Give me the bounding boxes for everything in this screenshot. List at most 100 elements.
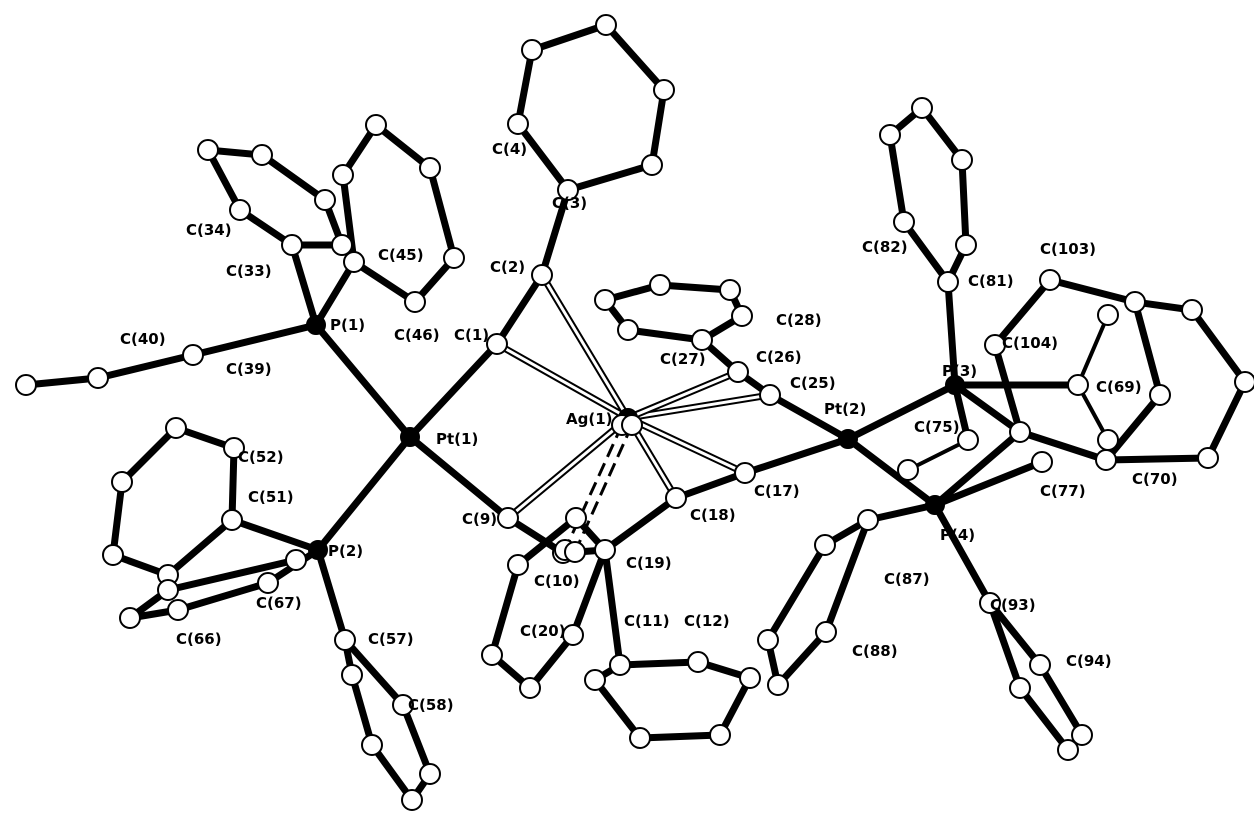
bond-ring-c19 [514, 514, 580, 569]
bond-p1-c45 [312, 258, 358, 329]
bond-ring-c45 [372, 121, 434, 172]
label-c69: C(69) [1096, 378, 1142, 396]
label-c4: C(4) [492, 140, 527, 158]
bond-ring-top [514, 46, 536, 128]
bond-p2-c57 [314, 546, 349, 644]
label-c87: C(87) [884, 570, 930, 588]
carbon-atom [404, 291, 426, 313]
carbon-atom [687, 651, 709, 673]
label-pt2: Pt(2) [824, 400, 866, 418]
bond-ring-c103 [991, 341, 1024, 436]
carbon-atom [617, 319, 639, 341]
bond-ring-c11 [591, 676, 644, 742]
bond-ring-c67 [164, 556, 300, 594]
carbon-atom [594, 289, 616, 311]
bond-ring-c33 [258, 151, 329, 204]
bond-p4-c77 [931, 458, 1046, 509]
carbon-atom [331, 234, 353, 256]
carbon-atom [665, 487, 687, 509]
bond-pt1-p1 [312, 321, 414, 441]
label-ag1: Ag(1) [566, 410, 613, 428]
carbon-atom [229, 199, 251, 221]
carbon-atom [951, 149, 973, 171]
carbon-atom [759, 384, 781, 406]
carbon-atom [157, 579, 179, 601]
carbon-atom [1029, 654, 1051, 676]
bond-ring-c33 [204, 146, 244, 214]
label-c93: C(93) [990, 596, 1036, 614]
label-c58: C(58) [408, 696, 454, 714]
carbon-atom [757, 629, 779, 651]
carbon-atom [102, 544, 124, 566]
bond-ring-c103 [991, 276, 1054, 349]
carbon-atom [893, 211, 915, 233]
label-c88: C(88) [852, 642, 898, 660]
carbon-atom [87, 367, 109, 389]
carbon-atom [334, 629, 356, 651]
carbon-atom [1071, 724, 1093, 746]
bond-ring-c103 [1102, 391, 1164, 464]
label-c20: C(20) [520, 622, 566, 640]
bond-ring-c57 [348, 671, 376, 749]
bond-ring-top [602, 21, 668, 94]
carbon-atom [507, 554, 529, 576]
carbon-atom [419, 763, 441, 785]
label-c46: C(46) [394, 326, 440, 344]
bond-c40-ring [22, 374, 102, 389]
carbon-atom [223, 437, 245, 459]
bond-c2-c3 [538, 186, 572, 279]
bond-ring-c11 [636, 731, 724, 742]
carbon-atom [1124, 291, 1146, 313]
carbon-atom [955, 234, 977, 256]
bond-c75-ring [906, 438, 970, 472]
heavy-atom [945, 375, 965, 395]
carbon-atom [1097, 304, 1119, 326]
bond-ring-c87 [822, 516, 872, 636]
carbon-atom [486, 333, 508, 355]
bond-c17-c18 [672, 469, 749, 502]
bond-ring-c11 [616, 658, 702, 669]
bond-ring-c51 [109, 478, 126, 559]
bond-ring-c51 [164, 516, 236, 579]
bond-ring-c19 [569, 546, 609, 639]
label-c103: C(103) [1040, 240, 1096, 258]
bond-ring-c93 [1016, 684, 1072, 754]
carbon-atom [719, 279, 741, 301]
label-c34: C(34) [186, 221, 232, 239]
bond-ring-c81 [886, 131, 908, 226]
label-c104: C(104) [1002, 334, 1058, 352]
bond-ring-c103 [1016, 428, 1110, 464]
bond-ring-c93 [986, 599, 1044, 669]
carbon-atom [111, 471, 133, 493]
label-c33: C(33) [226, 262, 272, 280]
carbon-atom [739, 667, 761, 689]
carbon-atom [641, 154, 663, 176]
heavy-atom [306, 315, 326, 335]
carbon-atom [332, 164, 354, 186]
bond-pt2-p3 [844, 381, 959, 443]
carbon-atom [481, 644, 503, 666]
label-p1: P(1) [330, 316, 365, 334]
bond-ring-top [528, 21, 610, 54]
label-c39: C(39) [226, 360, 272, 378]
bond-p1-c39 [189, 321, 320, 359]
bond-ring-c87 [774, 628, 830, 689]
carbon-atom [911, 97, 933, 119]
label-c27: C(27) [660, 350, 706, 368]
carbon-atom [595, 14, 617, 36]
carbon-atom [401, 789, 423, 811]
carbon-atom [1197, 447, 1219, 469]
atom-labels: C(4) C(3) C(34) C(33) C(45) C(2) C(28) C… [120, 140, 1178, 714]
carbon-atom [343, 251, 365, 273]
carbon-atom [565, 507, 587, 529]
bond-ring-c57 [368, 741, 416, 804]
carbon-atom [257, 572, 279, 594]
heavy-atom [925, 495, 945, 515]
bond-ring-c87 [764, 541, 829, 644]
carbon-atom [857, 509, 879, 531]
bond-pt1-c1 [406, 340, 501, 441]
label-c75: C(75) [914, 418, 960, 436]
bond-ring-top [514, 120, 572, 194]
